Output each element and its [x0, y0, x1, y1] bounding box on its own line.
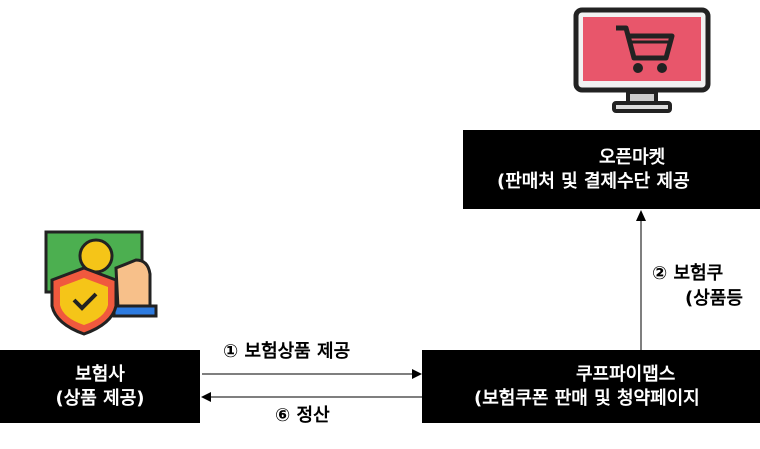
insurer-title: 보험사 — [75, 363, 125, 385]
openmarket-subtitle: (판매처 및 결제수단 제공 — [497, 170, 690, 192]
arrowhead-step6 — [201, 392, 211, 402]
coupify-subtitle: (보험쿠폰 판매 및 청약페이지 — [474, 387, 700, 409]
shopping-cart-monitor-icon — [573, 7, 711, 113]
insurer-box: 보험사 (상품 제공) — [0, 350, 200, 423]
step2-label-line1: ② 보험쿠 — [652, 263, 724, 284]
coupify-title: 쿠프파이맵스 — [576, 363, 676, 385]
insurance-shield-money-icon — [44, 230, 158, 336]
openmarket-title: 오픈마켓 — [599, 146, 666, 168]
arrowhead-step1 — [412, 369, 422, 379]
arrowhead-step2 — [636, 210, 646, 221]
openmarket-box: 오픈마켓 (판매처 및 결제수단 제공 — [463, 130, 760, 209]
coupify-box: 쿠프파이맵스 (보험쿠폰 판매 및 청약페이지 — [422, 350, 760, 423]
insurer-subtitle: (상품 제공) — [55, 387, 145, 409]
step2-label-line2: (상품등 — [685, 288, 743, 309]
step1-label: ① 보험상품 제공 — [223, 341, 351, 362]
step6-label: ⑥ 정산 — [275, 405, 330, 426]
